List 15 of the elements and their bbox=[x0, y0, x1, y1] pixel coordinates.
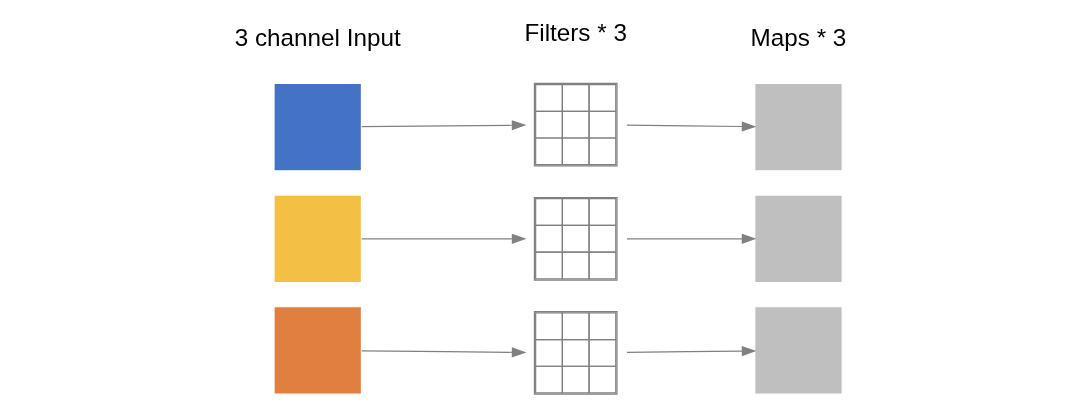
label: Filters * 3 bbox=[523, 18, 627, 46]
node-box bbox=[272, 82, 362, 172]
arrow bbox=[625, 121, 756, 132]
node-box bbox=[753, 306, 843, 395]
arrow bbox=[360, 233, 526, 244]
arrow bbox=[625, 346, 756, 357]
arrow bbox=[625, 233, 756, 244]
label: Maps * 3 bbox=[750, 23, 846, 51]
node-box bbox=[272, 194, 362, 284]
arrow bbox=[360, 120, 526, 131]
label: 3 channel Input bbox=[234, 23, 401, 51]
arrow bbox=[360, 347, 526, 358]
node-box bbox=[272, 306, 362, 395]
node-box bbox=[753, 82, 843, 172]
node-box bbox=[753, 194, 843, 284]
